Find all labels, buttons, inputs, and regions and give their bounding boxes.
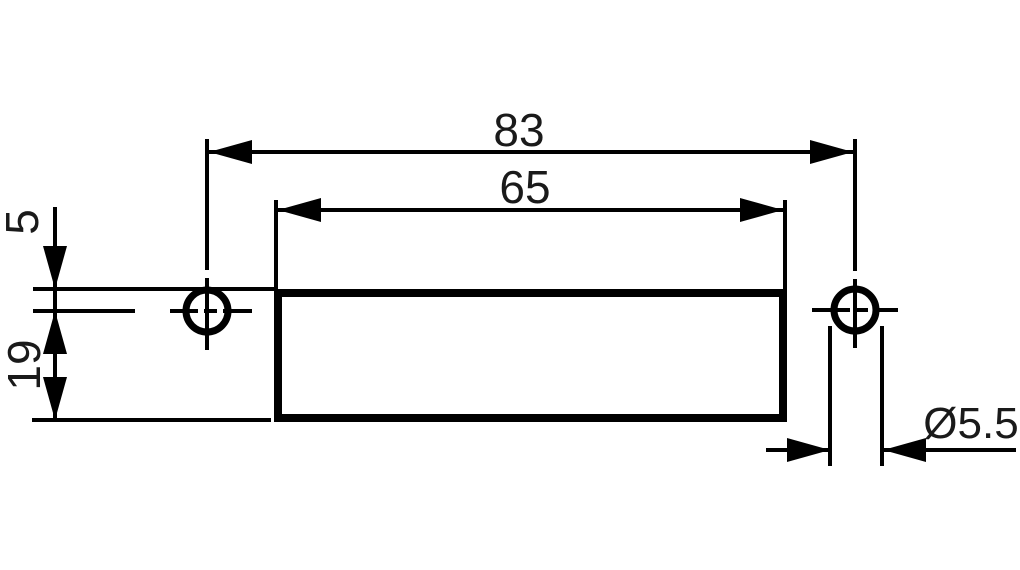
- left-hole: [170, 139, 252, 350]
- right-hole: [812, 139, 898, 348]
- arrowhead-right-icon: [787, 438, 830, 462]
- dimension-83-label: 83: [493, 104, 544, 156]
- dimension-19-label: 19: [0, 339, 50, 390]
- dimension-5-19: 5 19: [0, 207, 274, 422]
- arrowhead-up-icon: [43, 311, 67, 354]
- arrowhead-right-icon: [740, 198, 783, 222]
- dimension-65: 65: [274, 161, 787, 290]
- dimension-83: 83: [209, 104, 853, 164]
- arrowhead-left-icon: [209, 140, 252, 164]
- dimension-65-label: 65: [499, 161, 550, 213]
- arrowhead-down-icon: [43, 246, 67, 289]
- dimension-diameter-label: Ø5.5: [923, 399, 1018, 448]
- arrowhead-left-icon: [883, 438, 926, 462]
- dimension-hole-diameter: Ø5.5: [766, 326, 1019, 466]
- dimension-5-label: 5: [0, 209, 48, 235]
- part-outline-rectangle: [274, 289, 787, 422]
- arrowhead-left-icon: [278, 198, 321, 222]
- arrowhead-right-icon: [810, 140, 853, 164]
- arrowhead-down-icon: [43, 377, 67, 420]
